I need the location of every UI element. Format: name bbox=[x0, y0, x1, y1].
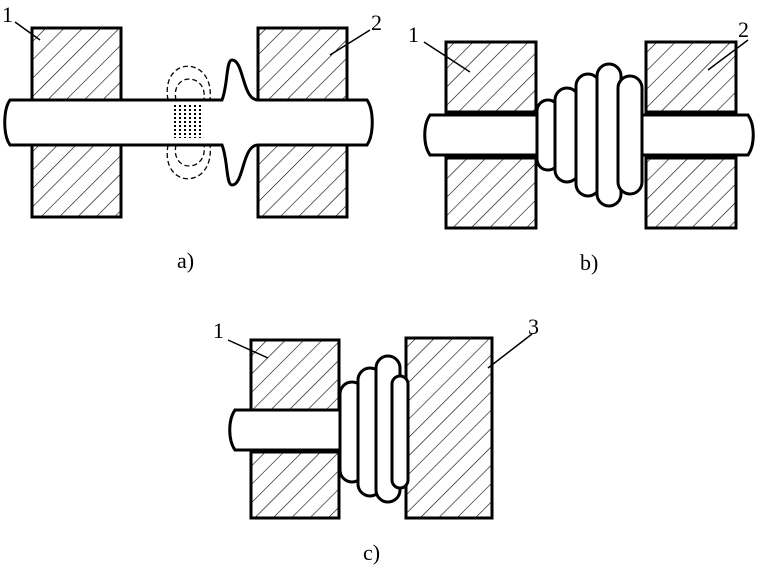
upset-rings-b bbox=[535, 62, 644, 208]
callout-c-1: 1 bbox=[213, 318, 224, 343]
die-1-lower bbox=[444, 156, 538, 230]
die-1-upper bbox=[444, 40, 538, 114]
die-2-lower bbox=[256, 143, 349, 219]
die-2-upper bbox=[644, 40, 738, 114]
heated-zone-outline bbox=[166, 65, 211, 180]
die-1-lower bbox=[249, 450, 341, 520]
callout-c-3: 3 bbox=[528, 314, 539, 339]
caption-a: a) bbox=[177, 248, 194, 273]
die-2-upper bbox=[256, 26, 349, 102]
workpiece-bar-c bbox=[228, 408, 347, 452]
panel-c: 1 3 c) bbox=[213, 314, 539, 565]
die-1-upper bbox=[30, 26, 123, 102]
callout-b-2: 2 bbox=[738, 17, 749, 42]
panel-b: 1 2 b) bbox=[408, 17, 755, 275]
callout-a-1: 1 bbox=[2, 2, 13, 27]
callout-a-2: 2 bbox=[371, 10, 382, 35]
die-1-upper bbox=[249, 338, 341, 412]
caption-c: c) bbox=[363, 540, 380, 565]
die-2-lower bbox=[644, 156, 738, 230]
caption-b: b) bbox=[580, 250, 598, 275]
panel-a: 1 2 a) bbox=[2, 2, 382, 273]
workpiece-bar-a bbox=[3, 58, 374, 187]
heating-coil-marks bbox=[174, 105, 201, 138]
anvil-3 bbox=[404, 336, 494, 520]
die-1-lower bbox=[30, 143, 123, 219]
upset-rings-c bbox=[338, 354, 410, 504]
callout-b-1: 1 bbox=[408, 22, 419, 47]
